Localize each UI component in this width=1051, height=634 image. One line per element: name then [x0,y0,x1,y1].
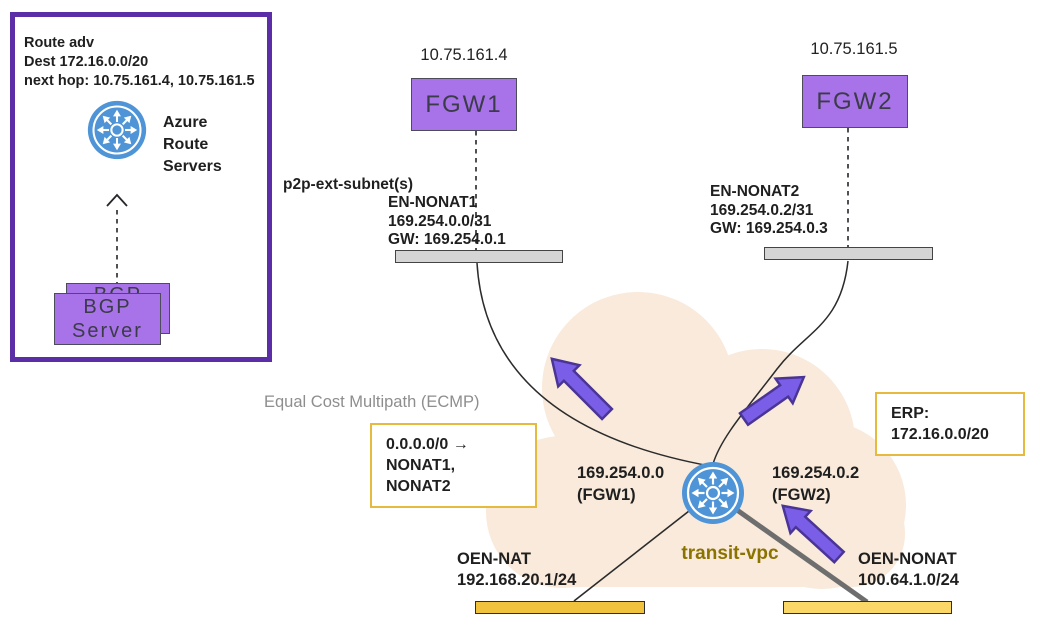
en-nonat2-subnet-bar [764,247,933,260]
ecmp-arrow-up-right-icon [738,375,806,427]
ecmp-label: Equal Cost Multipath (ECMP) [264,393,480,411]
up-arrowhead-icon [106,193,128,207]
oen-nat-label: OEN-NAT 192.168.20.1/24 [457,549,576,591]
oen-nat-subnet-bar [475,601,645,614]
label-line: Route [163,136,209,153]
label-line: Servers [163,158,222,175]
erp-box: ERP: 172.16.0.0/20 [875,392,1025,456]
label-line: EN-NONAT1 [388,194,478,211]
router-to-oen-nonat-line [735,507,869,605]
label-line: (FGW2) [772,486,831,504]
label-line: 0.0.0.0/0 → [386,436,469,453]
nonat2-to-router-curve [712,260,849,465]
label-line: GW: 169.254.0.1 [388,231,506,248]
router-to-oen-nat-line [573,510,690,602]
oen-nonat-label: OEN-NONAT 100.64.1.0/24 [858,549,959,591]
label-line: BGP [83,296,132,318]
fgw2-ip-label: 10.75.161.5 [810,40,898,58]
nonat1-to-router-curve [476,262,711,467]
fgw2-node: FGW2 [802,75,908,128]
fgw2-peer-label: 169.254.0.2 (FGW2) [772,462,859,506]
en-nonat1-label: EN-NONAT1 169.254.0.0/31 GW: 169.254.0.1 [388,194,506,250]
label-line: 172.16.0.0/20 [891,426,989,443]
transit-router-icon [680,460,746,526]
ecmp-arrow-up-left-icon [550,357,614,421]
label-line: Server [72,320,143,342]
route-adv-line: next hop: 10.75.161.4, 10.75.161.5 [24,73,255,89]
label-line: OEN-NAT [457,550,531,568]
azure-route-servers-label: Azure Route Servers [163,112,222,178]
label-line: 169.254.0.0/31 [388,212,492,230]
label-line: 100.64.1.0/24 [858,571,959,589]
label-line: 169.254.0.2/31 [710,201,814,219]
en-nonat1-subnet-bar [395,250,563,263]
route-adv-line: Dest 172.16.0.0/20 [24,54,149,70]
ingress-arrow-up-left-icon [781,504,846,564]
default-route-box: 0.0.0.0/0 → NONAT1, NONAT2 [370,423,537,508]
azure-route-server-icon [86,99,148,161]
transit-vpc-label: transit-vpc [681,543,779,564]
fgw1-peer-label: 169.254.0.0 (FGW1) [577,462,664,506]
bgp-server-node: BGP Server [54,293,161,345]
fgw1-node: FGW1 [411,78,517,131]
en-nonat2-label: EN-NONAT2 169.254.0.2/31 GW: 169.254.0.3 [710,183,828,239]
route-adv-text: Route adv Dest 172.16.0.0/20 next hop: 1… [24,34,255,91]
label-line: NONAT1, NONAT2 [386,457,456,495]
label-line: 192.168.20.1/24 [457,571,577,589]
oen-nonat-subnet-bar [783,601,952,614]
label-line: 169.254.0.2 [772,464,860,482]
route-adv-line: Route adv [24,35,95,51]
label-line: 169.254.0.0 [577,464,665,482]
label-line: ERP: [891,405,930,422]
label-line: OEN-NONAT [858,550,957,568]
label-line: Azure [163,114,208,131]
label-line: GW: 169.254.0.3 [710,220,828,237]
label-line: (FGW1) [577,486,636,504]
p2p-ext-subnet-label: p2p-ext-subnet(s) [283,176,414,193]
fgw1-ip-label: 10.75.161.4 [420,46,508,64]
label-line: EN-NONAT2 [710,183,800,200]
